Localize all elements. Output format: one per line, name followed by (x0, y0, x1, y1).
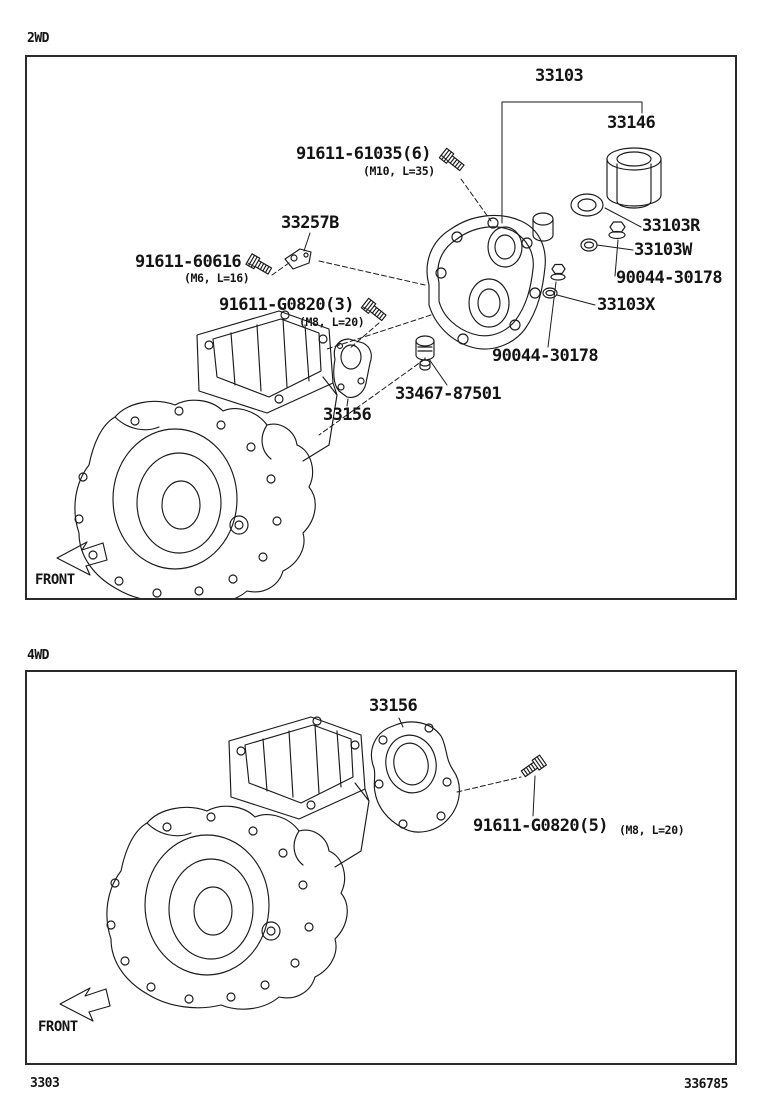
diagram-panel-2wd: 33103 33146 91611-61035(6) (M10, L=35) 3… (25, 55, 737, 600)
part-label-90044-upper: 90044-30178 (616, 268, 723, 288)
bearing-33146-drawing (606, 147, 662, 209)
variant-label-2wd: 2WD (27, 31, 49, 46)
bolt-g0820-3-drawing (360, 297, 389, 324)
part-label-33257B: 33257B (281, 213, 339, 233)
part-label-33103W: 33103W (634, 240, 692, 260)
part-label-91611-g0820-5: 91611-G0820(5) (473, 816, 608, 836)
leader-lines-2wd (247, 101, 643, 407)
bolt-g0820-5-drawing (519, 754, 548, 780)
speedo-gear-33467-drawing (415, 335, 435, 371)
part-label-33103R: 33103R (642, 216, 700, 236)
part-label-33156-4wd: 33156 (369, 696, 418, 716)
plate-33156-drawing (333, 338, 372, 398)
part-label-91611-61035: 91611-61035(6) (296, 144, 431, 164)
variant-label-4wd: 4WD (27, 648, 49, 663)
part-spec-m8-l20-4wd: (M8, L=20) (619, 823, 685, 837)
gasket-33156-drawing (370, 721, 460, 833)
dashed-lines-4wd (456, 776, 522, 793)
part-label-33467: 33467-87501 (395, 384, 502, 404)
diagram-panel-4wd: 33156 91611-G0820(5) (M8, L=20) FRONT (25, 670, 737, 1065)
part-label-33103X: 33103X (597, 295, 655, 315)
part-label-33103: 33103 (535, 66, 584, 86)
part-label-91611-g0820-3: 91611-G0820(3) (219, 295, 354, 315)
plug-90044-lower-drawing (550, 263, 566, 281)
bolt-60616-drawing (245, 253, 274, 277)
oring-33103W-drawing (580, 238, 598, 252)
part-label-90044-lower: 90044-30178 (492, 346, 599, 366)
part-spec-m6-l16: (M6, L=16) (184, 271, 250, 285)
front-label-2wd: FRONT (35, 572, 75, 588)
dashed-lines-2wd (271, 178, 492, 436)
leader-lines-4wd (398, 717, 536, 817)
bolt-61035-drawing (438, 147, 467, 174)
page-code-right: 336785 (684, 1077, 728, 1092)
front-arrow-icon-4wd (59, 987, 111, 1022)
clamp-33257B-drawing (284, 248, 312, 270)
bushing-drawing (532, 212, 554, 242)
diagram-art-2wd (56, 101, 662, 598)
seal-33103R-drawing (570, 193, 604, 217)
front-label-4wd: FRONT (38, 1019, 78, 1035)
front-arrow-icon (56, 541, 108, 576)
transmission-case-drawing-4wd (106, 716, 370, 1010)
transmission-case-drawing-2wd (74, 310, 338, 598)
diagram-art-4wd (59, 716, 548, 1022)
part-spec-m8-l20-2wd: (M8, L=20) (299, 315, 365, 329)
page-code-left: 3303 (30, 1076, 60, 1091)
part-label-33146: 33146 (607, 113, 656, 133)
plug-90044-upper-drawing (608, 221, 626, 240)
extension-housing-drawing (426, 214, 546, 350)
part-label-33156-2wd: 33156 (323, 405, 372, 425)
part-spec-m10-l35: (M10, L=35) (363, 164, 435, 178)
part-label-91611-60616: 91611-60616 (135, 252, 242, 272)
oring-33103X-drawing (542, 287, 558, 299)
